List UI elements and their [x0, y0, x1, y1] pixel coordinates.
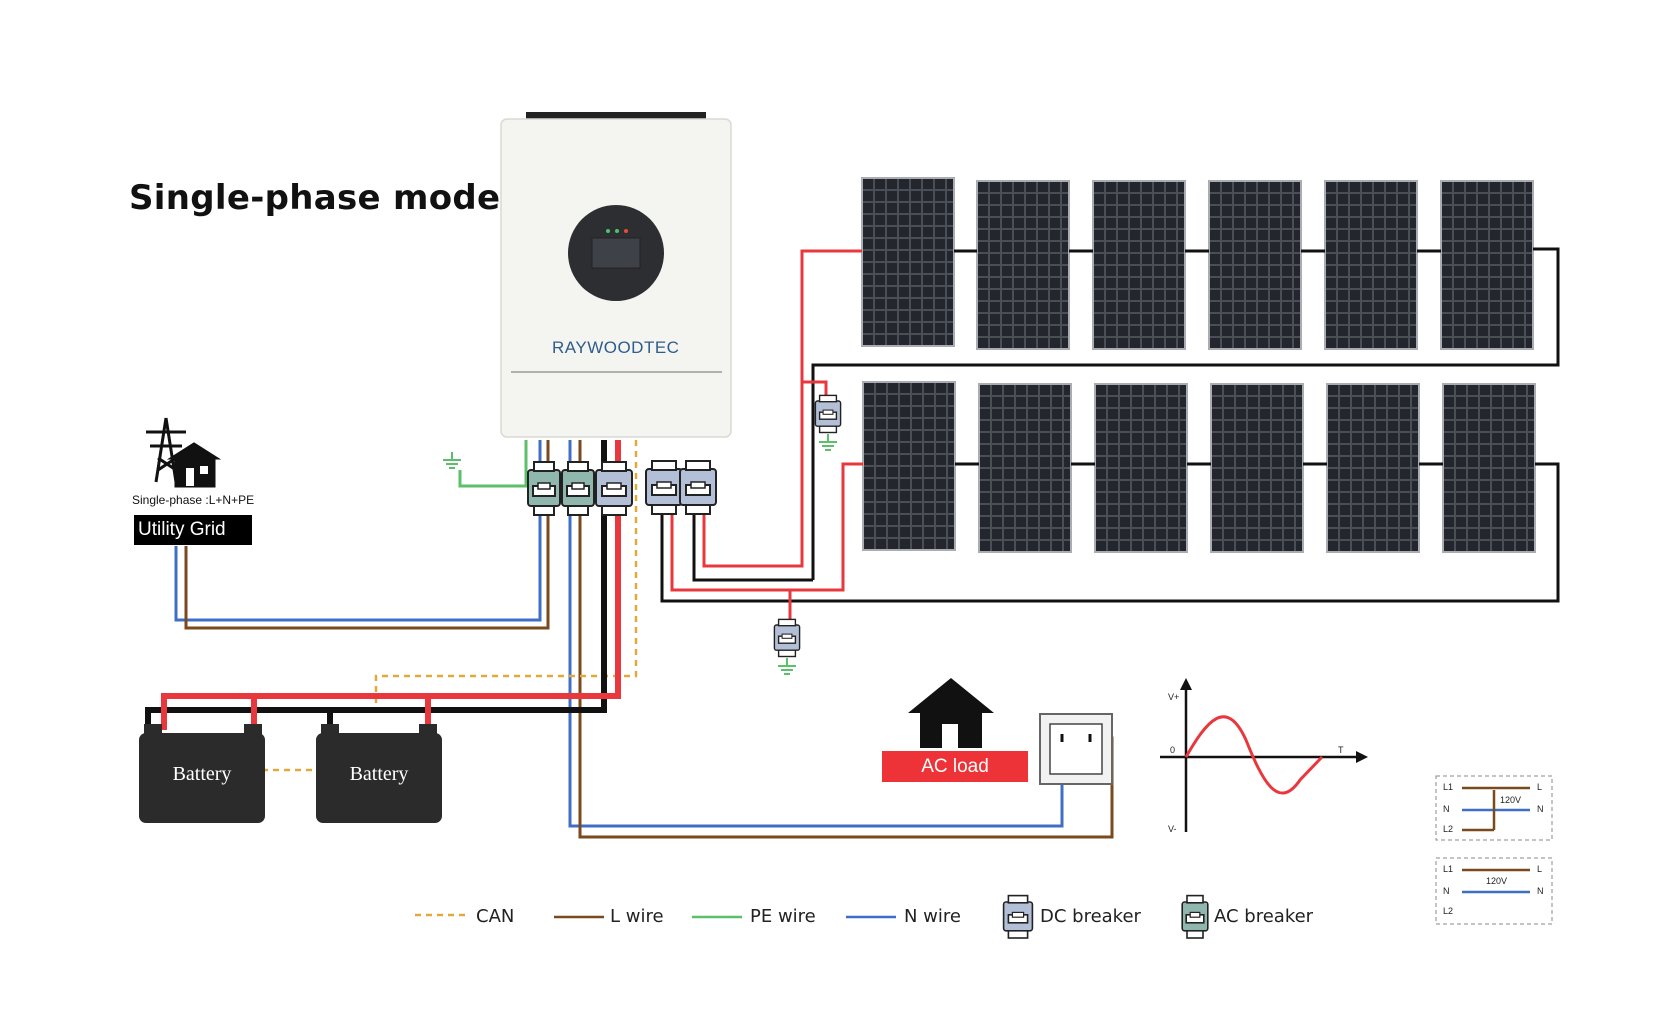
pv-string-wiring: [660, 247, 1560, 603]
ground-icon: [777, 657, 797, 675]
split-2-voltage: 120V: [1486, 876, 1508, 886]
dc-breaker-icon: [773, 618, 801, 658]
ac-load-label: AC load: [882, 751, 1028, 782]
battery-2: [316, 724, 442, 823]
pv-positive-wiring: [670, 249, 863, 620]
legend-n-wire-label: N wire: [904, 906, 961, 927]
utility-grid-subtitle: Single-phase :L+N+PE: [132, 493, 255, 507]
solar-panel: [1092, 180, 1186, 350]
legend-l-wire-label: L wire: [610, 906, 664, 927]
battery-1: [139, 724, 265, 823]
legend-ac-breaker-label: AC breaker: [1214, 906, 1314, 927]
split-2-l2: L2: [1443, 906, 1454, 916]
ac-sine-waveform: [1160, 678, 1368, 832]
ground-icon: [442, 451, 462, 469]
legend: [415, 894, 1209, 939]
split-1-l-out: L: [1537, 782, 1543, 792]
inverter-brand: RAYWOODTEC: [552, 338, 680, 357]
split-1-n-out: N: [1537, 804, 1544, 814]
legend-ac-breaker-icon: [1181, 894, 1209, 939]
split-1-n: N: [1443, 804, 1450, 814]
dc-breaker-icon: [645, 460, 683, 515]
legend-pe-wire-label: PE wire: [750, 906, 816, 927]
can-line: [374, 440, 638, 708]
pe-wire: [458, 440, 528, 488]
legend-dc-breaker-icon: [1002, 894, 1034, 939]
split-1-l1: L1: [1443, 782, 1454, 792]
ac-breaker-icon: [527, 461, 561, 516]
battery-label: Battery: [349, 763, 409, 785]
page-title: Single-phase mode: [129, 178, 501, 218]
solar-panel: [1324, 180, 1418, 350]
split-1-voltage: 120V: [1500, 795, 1522, 805]
solar-array-bottom: [862, 381, 1536, 553]
waveform-y-bottom: V-: [1168, 824, 1177, 834]
battery-positive-wire: [161, 440, 621, 730]
solar-array-top: [861, 177, 1534, 350]
battery-label: Battery: [172, 763, 232, 785]
ground-icon: [818, 433, 838, 451]
legend-dc-breaker-label: DC breaker: [1040, 906, 1141, 927]
solar-panel: [861, 177, 955, 347]
solar-panel: [1208, 180, 1302, 350]
wall-socket-icon: [1039, 713, 1113, 785]
solar-panel: [862, 381, 956, 551]
transmission-tower-house-icon: [146, 417, 222, 488]
waveform-y-top: V+: [1168, 692, 1180, 702]
hybrid-inverter: [500, 112, 732, 438]
solar-panel: [1210, 383, 1304, 553]
split-1-l2: L2: [1443, 824, 1454, 834]
dc-breaker-icon: [814, 394, 842, 434]
solar-panel: [978, 383, 1072, 553]
split-phase-diagram-1: [1435, 775, 1553, 841]
solar-panel: [1094, 383, 1188, 553]
house-icon: [908, 678, 994, 748]
solar-panel: [1442, 383, 1536, 553]
utility-grid-label: Utility Grid: [134, 515, 252, 545]
split-2-l1: L1: [1443, 864, 1454, 874]
dc-breaker-icon: [595, 461, 633, 516]
legend-can-label: CAN: [476, 906, 515, 927]
ac-breaker-icon: [561, 461, 595, 516]
lcd-screen: [591, 237, 641, 269]
grid-n-wire: [174, 440, 542, 622]
waveform-origin: 0: [1170, 745, 1176, 755]
solar-panel: [976, 180, 1070, 350]
dc-breaker-icon: [679, 460, 717, 515]
grid-l-wire: [184, 440, 550, 630]
split-phase-diagram-2: [1435, 857, 1553, 925]
solar-panel: [1440, 180, 1534, 350]
battery-negative-wire: [145, 440, 607, 730]
split-2-l-out: L: [1537, 864, 1543, 874]
split-2-n-out: N: [1537, 886, 1544, 896]
waveform-x-label: T: [1338, 745, 1344, 755]
split-2-n: N: [1443, 886, 1450, 896]
solar-panel: [1326, 383, 1420, 553]
